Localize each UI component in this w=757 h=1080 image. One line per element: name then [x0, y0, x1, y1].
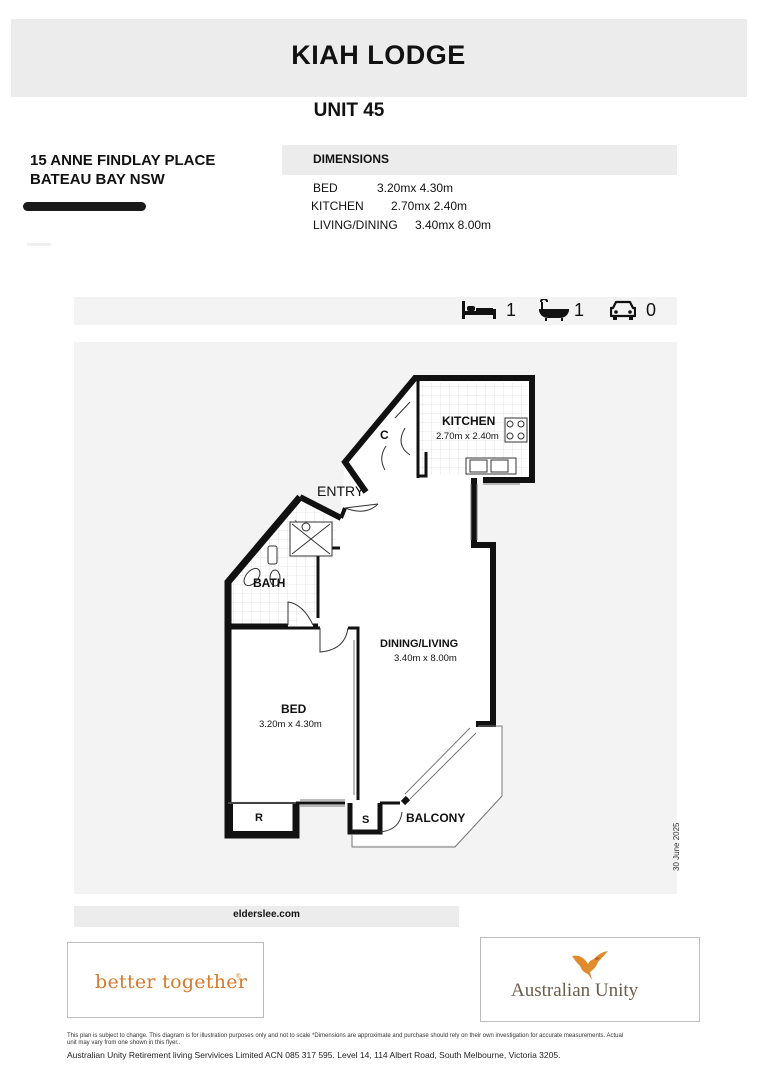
disclaimer-text: This plan is subject to change. This dia…	[67, 1033, 624, 1046]
car-space-count: 0	[646, 300, 657, 320]
bird-logo-icon	[572, 951, 608, 980]
page-title: KIAH LODGE	[291, 40, 466, 70]
bath-label: BATH	[253, 576, 285, 590]
better-together-logo-box	[67, 942, 264, 1018]
bedroom-count: 1	[506, 300, 517, 320]
australian-unity-logo-box	[480, 937, 700, 1022]
website-banner	[74, 906, 459, 927]
dimension-size: 2.70mx 2.40m	[391, 199, 468, 213]
dimension-room: LIVING/DINING	[313, 218, 398, 232]
bed-icon	[462, 301, 496, 319]
bathtub-icon	[539, 299, 569, 321]
address-line-2: BATEAU BAY NSW	[30, 171, 165, 188]
australian-unity-logo: Australian Unity	[511, 980, 639, 1001]
car-icon	[610, 300, 636, 320]
bathroom-count: 1	[574, 300, 585, 320]
plan-date: 30 June 2025	[672, 822, 681, 872]
features-bar	[74, 297, 677, 325]
bed-label: BED	[281, 702, 307, 716]
kitchen-label: KITCHEN	[442, 414, 495, 428]
living-label: DINING/LIVING	[380, 638, 458, 650]
dimension-size: 3.20mx 4.30m	[377, 181, 454, 195]
dimension-room: KITCHEN	[311, 199, 364, 213]
entry-label: ENTRY	[317, 483, 365, 499]
living-size: 3.40m x 8.00m	[394, 653, 457, 664]
robe-label: R	[255, 812, 263, 824]
title-banner	[11, 19, 747, 97]
storage-label: S	[362, 814, 369, 826]
unit-number: UNIT 45	[313, 100, 385, 121]
address-block: 15 ANNE FINDLAY PLACE BATEAU BAY NSW	[30, 151, 215, 189]
redacted-text-faint	[27, 243, 51, 246]
floor-plan: KITCHEN 2.70m x 2.40m C ENTRY BATH DININ…	[224, 375, 535, 848]
company-details: Australian Unity Retirement living Servi…	[67, 1050, 561, 1060]
website-link[interactable]: elderslee.com	[233, 909, 300, 920]
kitchen-size: 2.70m x 2.40m	[436, 431, 499, 442]
dimensions-banner	[282, 145, 677, 175]
redacted-text	[23, 202, 146, 211]
cupboard-area	[348, 385, 415, 470]
balcony-label: BALCONY	[406, 811, 465, 825]
cupboard-label: C	[380, 428, 389, 442]
registered-mark: ®	[236, 974, 241, 980]
dimension-room: BED	[313, 181, 338, 195]
address-line-1: 15 ANNE FINDLAY PLACE	[30, 152, 216, 169]
better-together-logo: better together	[95, 971, 248, 993]
dimensions-title: DIMENSIONS	[313, 152, 390, 166]
dimension-size: 3.40mx 8.00m	[415, 218, 492, 232]
bed-size: 3.20m x 4.30m	[259, 719, 322, 730]
